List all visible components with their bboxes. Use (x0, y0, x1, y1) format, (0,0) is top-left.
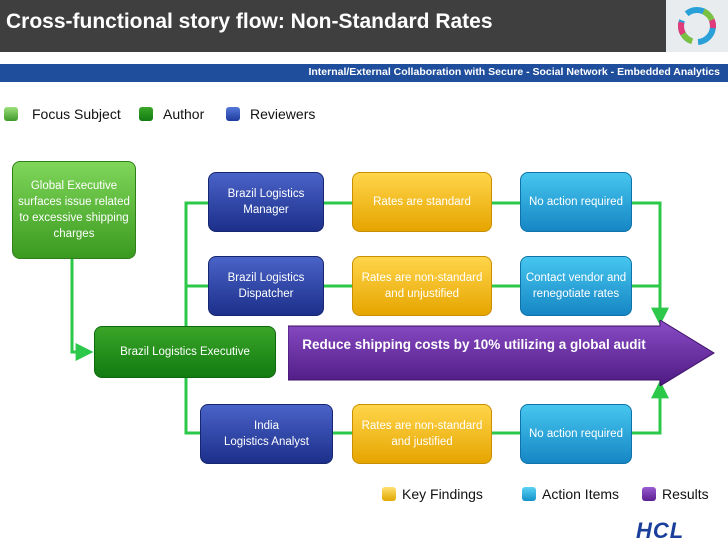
subtitle: Internal/External Collaboration with Sec… (308, 66, 720, 78)
result-text: Reduce shipping costs by 10% utilizing a… (302, 337, 646, 352)
action-no-action-1[interactable]: No action required (520, 172, 632, 232)
node-brazil-logistics-manager[interactable]: Brazil Logistics Manager (208, 172, 324, 232)
finding-rates-nonstandard-unjustified[interactable]: Rates are non-standard and unjustified (352, 256, 492, 316)
brand-logo-icon (666, 0, 728, 52)
green-swatch-icon (4, 107, 18, 121)
page-title: Cross-functional story flow: Non-Standar… (6, 10, 493, 33)
legend-label: Reviewers (250, 106, 316, 122)
hcl-logo: HCL (636, 518, 685, 543)
legend-label: Focus Subject (32, 106, 121, 122)
dark-green-swatch-icon (139, 107, 153, 121)
key-findings-legend: Key Findings (382, 486, 483, 502)
node-line: Logistics Analyst (223, 436, 309, 448)
purple-swatch-icon (642, 487, 656, 501)
title-bar (0, 0, 728, 52)
legend-author: Author (139, 106, 204, 122)
cyan-swatch-icon (522, 487, 536, 501)
subtitle-bar (0, 64, 728, 82)
blue-swatch-icon (226, 107, 240, 121)
finding-rates-standard[interactable]: Rates are standard (352, 172, 492, 232)
legend-label: Author (163, 106, 205, 122)
result-arrow-shape (288, 320, 715, 386)
legend-reviewers: Reviewers (226, 106, 315, 122)
node-line: India (254, 420, 279, 432)
legend-focus-subject: Focus Subject (4, 106, 121, 122)
gold-swatch-icon (382, 487, 396, 501)
node-india-logistics-analyst[interactable]: India Logistics Analyst (200, 404, 333, 464)
finding-rates-nonstandard-justified[interactable]: Rates are non-standard and justified (352, 404, 492, 464)
key-label: Results (662, 486, 709, 502)
key-label: Key Findings (402, 486, 483, 502)
key-label: Action Items (542, 486, 620, 502)
key-results-legend: Results (642, 486, 709, 502)
node-global-executive[interactable]: Global Executive surfaces issue related … (12, 161, 136, 259)
node-brazil-logistics-executive[interactable]: Brazil Logistics Executive (94, 326, 276, 378)
action-no-action-2[interactable]: No action required (520, 404, 632, 464)
node-brazil-logistics-dispatcher[interactable]: Brazil Logistics Dispatcher (208, 256, 324, 316)
key-action-items-legend: Action Items (522, 486, 619, 502)
action-contact-vendor[interactable]: Contact vendor and renegotiate rates (520, 256, 632, 316)
